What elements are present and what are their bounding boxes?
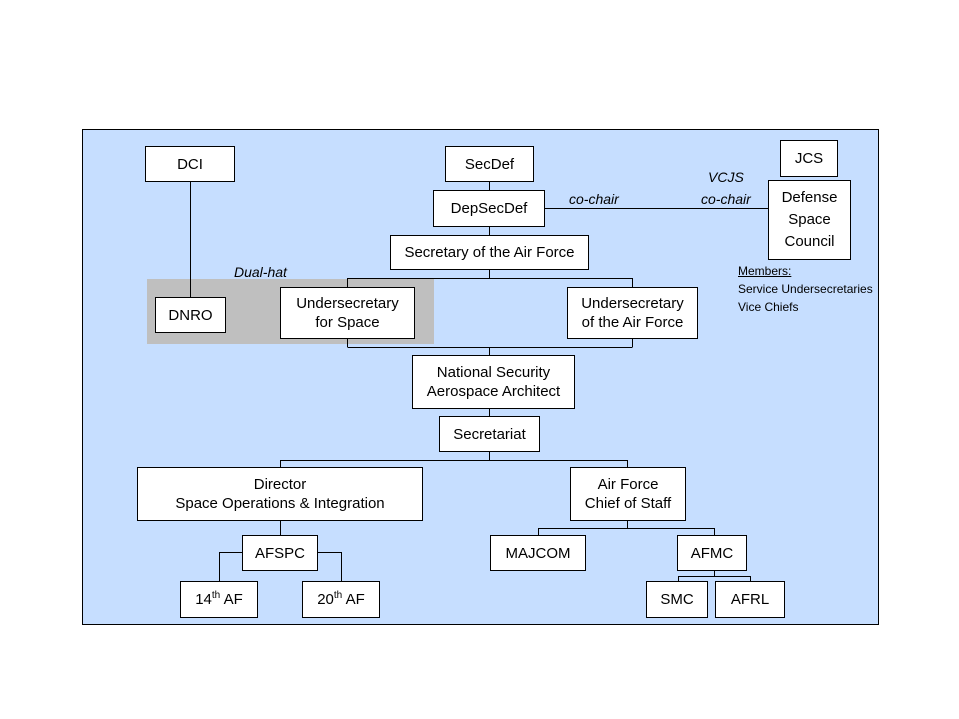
af14-number: 14 [195, 591, 212, 608]
depsecdef-label: DepSecDef [450, 200, 528, 217]
af20-label: 20th AF [317, 590, 365, 609]
secaf-box: Secretary of the Air Force [390, 235, 589, 270]
director-label-line2: Space Operations & Integration [175, 495, 385, 512]
majcom-box: MAJCOM [490, 535, 586, 571]
cochair-right-label: co-chair [701, 191, 751, 207]
majcom-label: MAJCOM [505, 544, 571, 562]
secdef-label: SecDef [464, 155, 515, 173]
dnro-box: DNRO [155, 297, 226, 333]
afspc-box: AFSPC [242, 535, 318, 571]
nsaa-label-line1: National Security [436, 364, 551, 381]
dnro-label: DNRO [168, 306, 213, 324]
afmc-box: AFMC [677, 535, 747, 571]
usaf-box: Undersecretary of the Air Force [567, 287, 698, 339]
cochair-left-label: co-chair [569, 191, 619, 207]
afcos-label-line1: Air Force [597, 476, 659, 493]
afcos-label-line2: Chief of Staff [584, 495, 672, 512]
nsaa-label-line2: Aerospace Architect [426, 383, 561, 400]
afrl-box: AFRL [715, 581, 785, 618]
af20-suffix: th [333, 590, 343, 601]
vcjs-label: VCJS [708, 169, 744, 185]
usspace-label-line2: for Space [315, 314, 380, 331]
afrl-label: AFRL [730, 591, 770, 608]
jcs-box: JCS [780, 140, 838, 177]
af20-number: 20 [317, 591, 334, 608]
depsecdef-box: DepSecDef [433, 190, 545, 227]
defense-space-council-box: Defense Space Council [768, 180, 851, 260]
secretariat-label: Secretariat [453, 425, 526, 443]
af14-unit: AF [220, 591, 243, 608]
director-box: Director Space Operations & Integration [137, 467, 423, 521]
dual-hat-label: Dual-hat [234, 264, 287, 280]
secdef-box: SecDef [445, 146, 534, 182]
af20-box: 20th AF [302, 581, 380, 618]
af20-unit: AF [342, 591, 365, 608]
afmc-label: AFMC [690, 544, 734, 562]
dci-label: DCI [177, 155, 203, 173]
dci-box: DCI [145, 146, 235, 182]
secretariat-box: Secretariat [439, 416, 540, 452]
afcos-box: Air Force Chief of Staff [570, 467, 686, 521]
afspc-label: AFSPC [254, 544, 305, 562]
usspace-box: Undersecretary for Space [280, 287, 415, 339]
usaf-label-line2: of the Air Force [581, 314, 684, 331]
director-label-line1: Director [253, 476, 307, 493]
usspace-label-line1: Undersecretary [296, 295, 399, 312]
members-title: Members: [738, 264, 792, 278]
af14-box: 14th AF [180, 581, 258, 618]
dsc-label-line1: Defense [781, 189, 838, 206]
members-item-2: Vice Chiefs [738, 300, 799, 314]
af14-suffix: th [211, 590, 221, 601]
usaf-label-line1: Undersecretary [581, 295, 684, 312]
dsc-label-line2: Space [788, 211, 831, 228]
af14-label: 14th AF [195, 590, 243, 609]
dsc-label-line3: Council [784, 233, 835, 250]
secaf-label: Secretary of the Air Force [404, 244, 575, 261]
smc-label: SMC [660, 591, 694, 608]
nsaa-box: National Security Aerospace Architect [412, 355, 575, 409]
jcs-label: JCS [794, 150, 824, 167]
members-item-1: Service Undersecretaries [738, 282, 873, 296]
smc-box: SMC [646, 581, 708, 618]
